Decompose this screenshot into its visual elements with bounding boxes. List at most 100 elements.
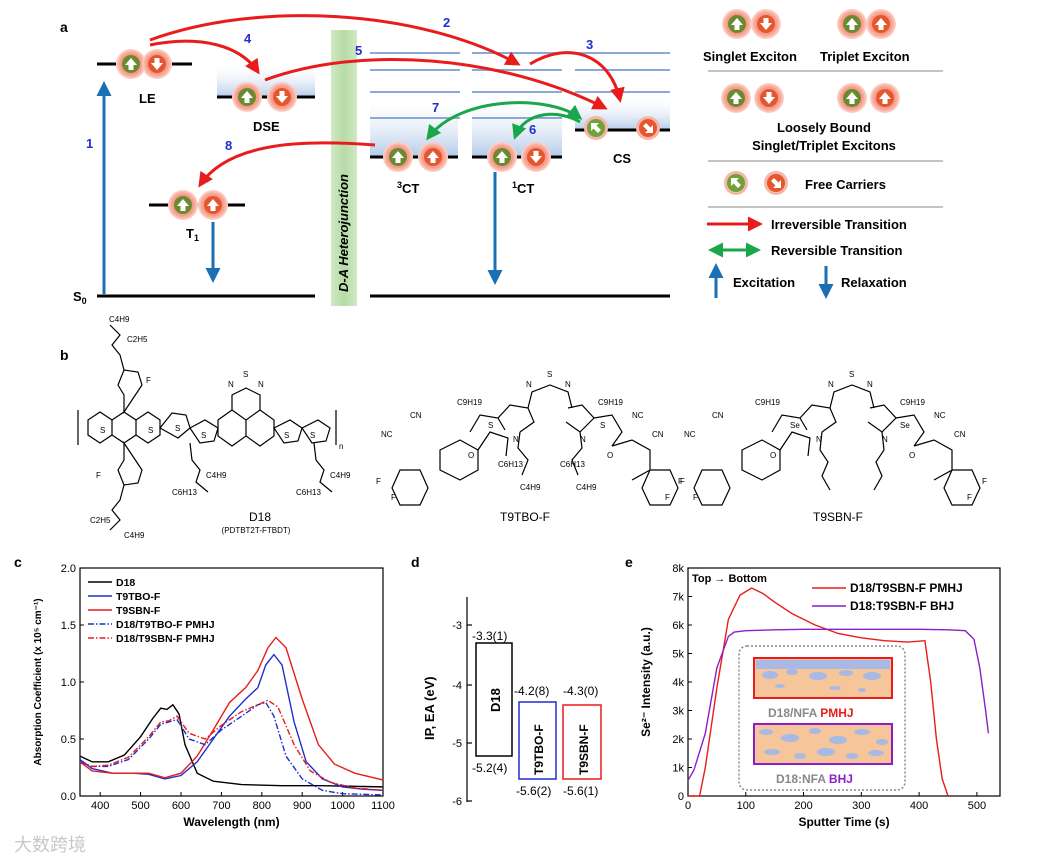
- ct1-label: 1CT: [512, 180, 534, 196]
- y-tick-label: 2.0: [61, 563, 76, 575]
- s0-label: S0: [73, 289, 87, 306]
- x-tick-label: 400: [910, 800, 928, 812]
- legend-label: D18:T9SBN-F BHJ: [850, 599, 954, 613]
- svg-text:N: N: [565, 380, 571, 389]
- le-label: LE: [139, 91, 156, 106]
- svg-text:F: F: [146, 376, 151, 385]
- svg-text:Se: Se: [900, 421, 910, 430]
- pmhj-inset-label: D18/NFA PMHJ: [768, 706, 854, 720]
- svg-text:NC: NC: [934, 411, 946, 420]
- panel-e-label: e: [625, 554, 633, 570]
- svg-text:N: N: [513, 435, 519, 444]
- svg-text:O: O: [770, 451, 776, 460]
- y-tick-label: 4k: [672, 677, 684, 689]
- svg-text:S: S: [547, 370, 552, 379]
- svg-text:C4H9: C4H9: [576, 483, 597, 492]
- svg-text:C4H9: C4H9: [520, 483, 541, 492]
- energy-tick: -3: [452, 620, 462, 632]
- svg-text:S: S: [600, 421, 605, 430]
- svg-text:N: N: [580, 435, 586, 444]
- t9tbo-atoms: S N N S S N N C9H19 C9H19 CN NC NC CN O …: [376, 370, 685, 502]
- legend-loose-2: Singlet/Triplet Excitons: [752, 138, 896, 153]
- t1-exciton: [168, 190, 228, 220]
- svg-text:S: S: [488, 421, 493, 430]
- x-tick-label: 100: [737, 800, 755, 812]
- y-axis-label: Se²⁻ Intensity (a.u.): [639, 627, 653, 737]
- x-tick-label: 300: [852, 800, 870, 812]
- y-tick-label: 1.5: [61, 620, 76, 632]
- energy-level-diagram: -3 -4 -5 -6 IP, EA (eV) D18 -3.3(1) -5.2…: [422, 597, 602, 808]
- svg-text:S: S: [310, 431, 315, 440]
- legend-label: D18/T9SBN-F PMHJ: [850, 581, 963, 595]
- series-line-4: [79, 701, 384, 796]
- t9sbn-ea: -4.3(0): [563, 684, 598, 698]
- series-line-5: [79, 699, 384, 791]
- heterojunction-label: D-A Heterojunction: [336, 174, 351, 292]
- legend-label: D18: [116, 577, 135, 589]
- svg-text:C4H9: C4H9: [124, 531, 145, 540]
- legend-triplet: Triplet Exciton: [820, 49, 910, 64]
- svg-text:n: n: [339, 442, 343, 451]
- t9tbo-ip: -5.6(2): [516, 784, 551, 798]
- energy-ylabel: IP, EA (eV): [422, 676, 437, 740]
- y-tick-label: 2k: [672, 734, 684, 746]
- step-5: 5: [355, 43, 362, 58]
- bhj-morphology: [753, 723, 893, 765]
- legend-irreversible: Irreversible Transition: [771, 217, 907, 232]
- svg-text:N: N: [258, 380, 264, 389]
- svg-text:C6H13: C6H13: [560, 460, 585, 469]
- d18-ip: -5.2(4): [472, 761, 507, 775]
- t9sbn-ip: -5.6(1): [563, 784, 598, 798]
- y-tick-label: 0: [678, 791, 684, 803]
- energy-tick: -5: [452, 738, 462, 750]
- svg-text:C9H19: C9H19: [900, 398, 925, 407]
- svg-text:NC: NC: [684, 430, 696, 439]
- svg-text:C2H5: C2H5: [127, 335, 148, 344]
- step-3: 3: [586, 37, 593, 52]
- t1-label: T1: [186, 226, 199, 243]
- ct3-label: 3CT: [397, 180, 419, 196]
- svg-text:N: N: [828, 380, 834, 389]
- x-tick-label: 0: [685, 800, 691, 812]
- t9sbn-box-label: T9SBN-F: [577, 724, 591, 775]
- svg-text:C6H13: C6H13: [172, 488, 197, 497]
- d18-box: [475, 642, 513, 757]
- d18-structure: [77, 324, 337, 531]
- svg-text:F: F: [376, 477, 381, 486]
- heterojunction-bar: [331, 30, 357, 306]
- x-axis-label: Sputter Time (s): [798, 815, 889, 829]
- legend-free: Free Carriers: [805, 177, 886, 192]
- svg-text:F: F: [665, 493, 670, 502]
- x-tick-label: 800: [253, 800, 271, 812]
- legend-label: T9TBO-F: [116, 591, 161, 603]
- svg-text:C4H9: C4H9: [330, 471, 351, 480]
- d18-box-label: D18: [488, 688, 503, 712]
- svg-text:F: F: [982, 477, 987, 486]
- series-line-1: [79, 703, 384, 788]
- d18-name: D18: [249, 510, 271, 524]
- step-1: 1: [86, 136, 93, 151]
- series-line-1: [688, 587, 949, 797]
- svg-text:N: N: [816, 435, 822, 444]
- legend-reversible: Reversible Transition: [771, 243, 903, 258]
- svg-text:N: N: [867, 380, 873, 389]
- morphology-inset: D18/NFA PMHJ D18:NFA BHJ: [738, 645, 906, 791]
- d18-subname: (PDTBT2T-FTBDT): [222, 526, 291, 535]
- svg-text:NC: NC: [381, 430, 393, 439]
- step-2: 2: [443, 15, 450, 30]
- svg-text:CN: CN: [712, 411, 724, 420]
- svg-text:O: O: [607, 451, 613, 460]
- x-tick-label: 700: [212, 800, 230, 812]
- x-tick-label: 900: [293, 800, 311, 812]
- sputter-direction-label: Top → Bottom: [692, 573, 767, 585]
- svg-text:S: S: [284, 431, 289, 440]
- t9sbn-box: [562, 704, 602, 780]
- bhj-inset-label: D18:NFA BHJ: [776, 772, 853, 786]
- step-4: 4: [244, 31, 252, 46]
- y-tick-label: 6k: [672, 620, 684, 632]
- svg-text:S: S: [201, 431, 206, 440]
- x-tick-label: 500: [968, 800, 986, 812]
- y-tick-label: 3k: [672, 706, 684, 718]
